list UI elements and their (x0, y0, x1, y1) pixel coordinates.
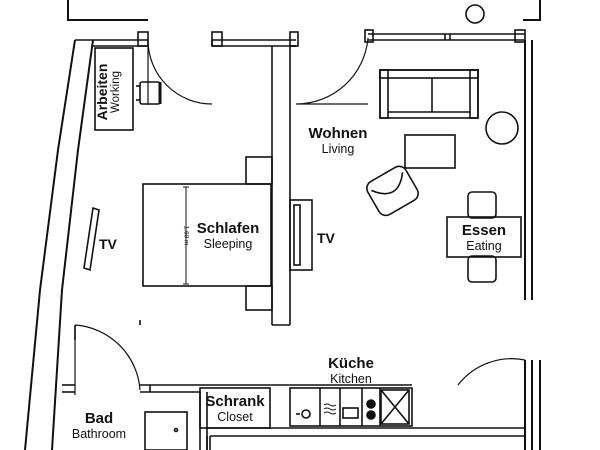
room-name-de: Wohnen (308, 125, 368, 142)
tv-label-right: TV (317, 230, 335, 246)
room-name-en: Bathroom (71, 427, 127, 442)
room-name-en: Eating (466, 239, 502, 254)
tv-left-icon (83, 206, 100, 272)
sofa-icon (379, 69, 479, 119)
door-bath (74, 324, 141, 395)
armchair-icon (136, 81, 162, 105)
sink-icon (380, 389, 410, 425)
plant-icon (465, 4, 485, 24)
partition-walls (211, 40, 296, 326)
room-label-working: Arbeiten Working (94, 62, 125, 122)
door-working (147, 39, 213, 105)
room-name-de: Schrank (205, 393, 265, 410)
top-wall (93, 29, 526, 47)
toilet-icon (144, 411, 188, 450)
oven-icon (342, 407, 359, 419)
room-name-en: Kitchen (330, 372, 372, 387)
room-name-de: Schlafen (196, 220, 260, 237)
room-label-living: Wohnen Living (300, 125, 376, 157)
outer-walls (24, 0, 541, 450)
room-name-de: Küche (328, 355, 374, 372)
bed-width-label: 1,60 m (182, 225, 190, 246)
hob-icon (366, 399, 376, 420)
door-kitchen (457, 358, 526, 386)
dishwasher-icon (323, 403, 337, 415)
door-living (295, 37, 369, 105)
room-name-de: Arbeiten (94, 63, 110, 121)
lounge-chair-icon (366, 165, 419, 217)
tv-label-left: TV (99, 236, 117, 252)
room-label-bath: Bad Bathroom (60, 410, 138, 442)
dining-table-icon (446, 191, 522, 283)
closet (199, 387, 271, 429)
room-name-en: Working (110, 71, 123, 113)
desk (94, 47, 134, 131)
room-label-sleeping: Schlafen Sleeping (192, 220, 264, 252)
room-name-en: Closet (217, 410, 253, 425)
room-name-de: Essen (461, 222, 507, 239)
room-label-eating: Essen Eating (452, 222, 516, 254)
room-name-de: Bad (84, 410, 114, 427)
room-name-en: Sleeping (203, 237, 253, 252)
room-label-kitchen: Küche Kitchen (318, 355, 384, 387)
side-table-icon (485, 111, 519, 145)
bed-icon (142, 156, 273, 311)
microwave-icon (296, 409, 311, 419)
bedroom-bottom-wall (74, 320, 141, 340)
room-name-en: Living (321, 142, 355, 157)
kitchen-counter (289, 387, 413, 427)
room-label-closet: Schrank Closet (202, 393, 268, 425)
tv-right-icon (289, 199, 313, 271)
coffee-table-icon (404, 134, 456, 169)
